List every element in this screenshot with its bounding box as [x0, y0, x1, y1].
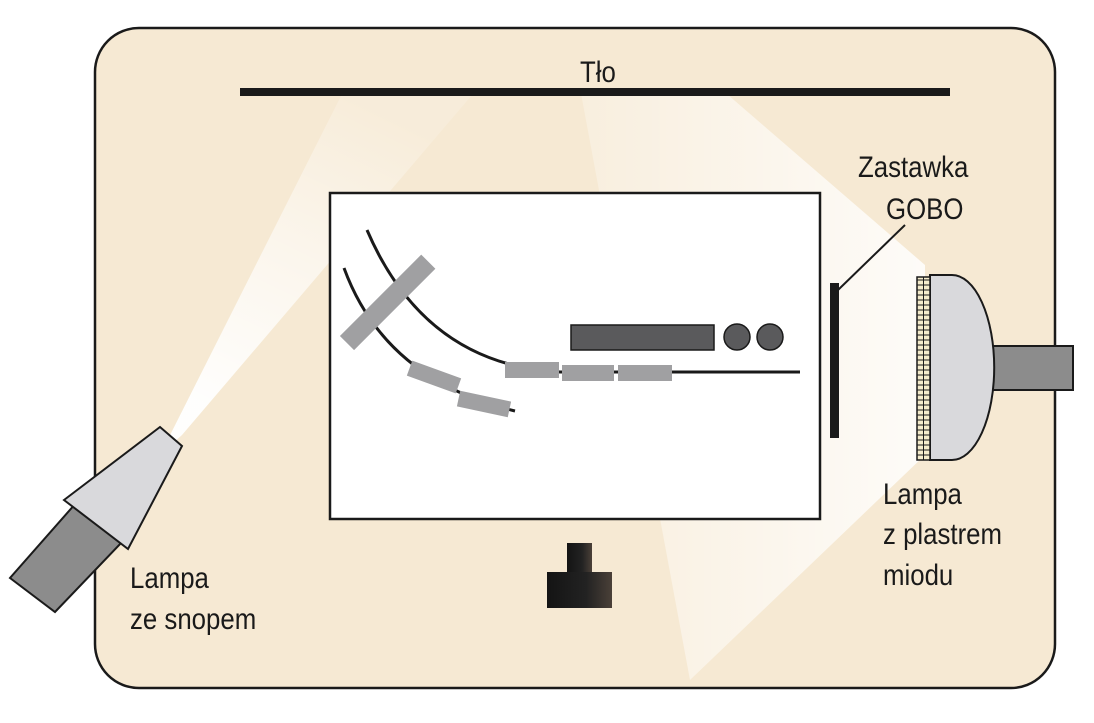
layout-circle-1 — [723, 323, 751, 351]
background-backdrop — [240, 88, 950, 96]
camera-icon — [547, 543, 612, 608]
honeycomb-grid — [917, 277, 930, 460]
gobo-shutter — [830, 283, 839, 438]
spot-lamp — [8, 425, 184, 614]
layout-block — [570, 324, 715, 351]
honeycomb-lamp-label-line2: z plastrem — [883, 518, 1003, 551]
honeycomb-lamp — [916, 274, 1074, 461]
honeycomb-lamp-label-line1: Lampa — [883, 478, 962, 511]
spot-light-beam — [160, 88, 478, 455]
gobo-label-line2: GOBO — [886, 193, 964, 226]
layout-circle-2 — [756, 323, 784, 351]
spot-lamp-label-line2: ze snopem — [130, 603, 257, 636]
gobo-label-line1: Zastawka — [858, 151, 969, 184]
gobo-leader-line — [837, 224, 906, 291]
honeycomb-lamp-label-line3: miodu — [883, 559, 954, 592]
model-set-board — [328, 191, 822, 521]
background-label: Tło — [580, 56, 616, 89]
track-segments — [339, 254, 672, 418]
spot-lamp-label-line1: Lampa — [130, 562, 209, 595]
